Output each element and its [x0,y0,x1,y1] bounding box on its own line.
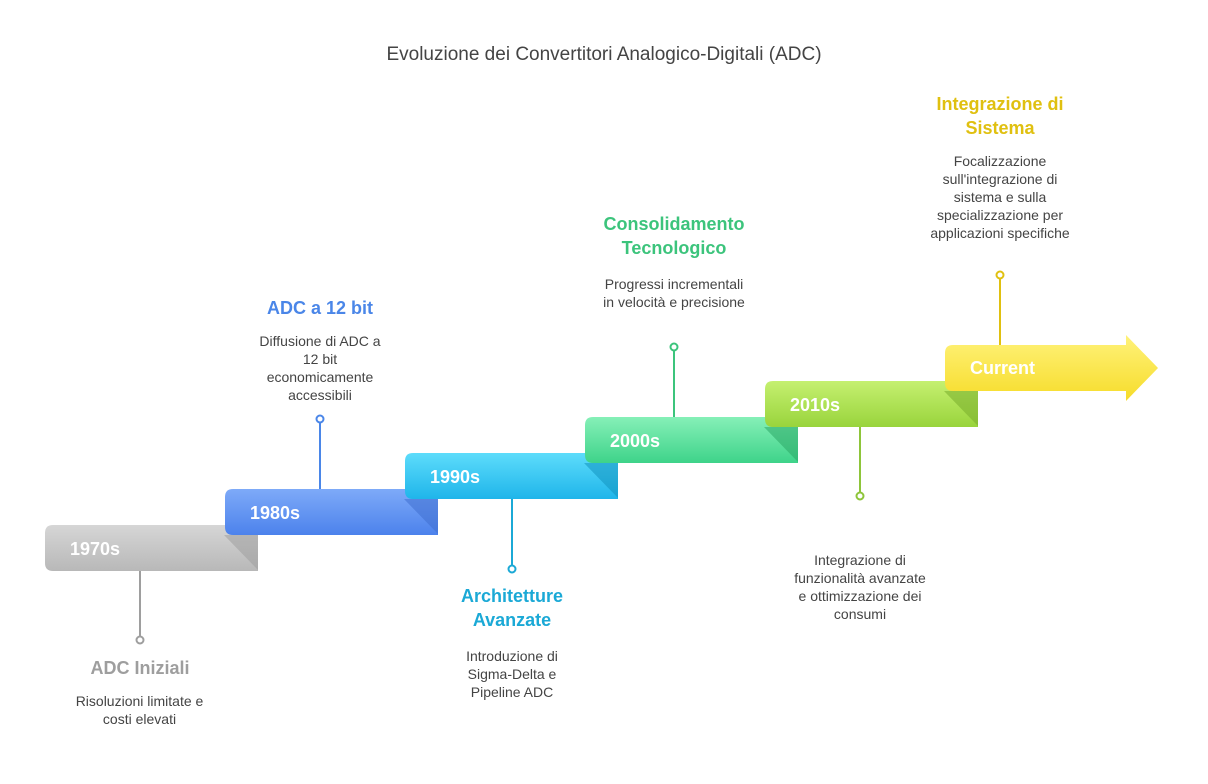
event-description-1980s: Diffusione di ADC a 12 bit economicament… [259,333,381,403]
event-description-current: Focalizzazione sull'integrazione di sist… [930,153,1070,241]
event-title-1970s: ADC Iniziali [90,658,190,678]
event-description-2000s: Progressi incrementali in velocità e pre… [603,276,745,310]
diagram-title: Evoluzione dei Convertitori Analogico-Di… [386,44,822,65]
event-description-1990s: Introduzione di Sigma-Delta e Pipeline A… [466,648,558,700]
connector-dot-current [995,270,1005,280]
connector-dot-1990s [507,564,517,574]
step-2010s: 2010s [765,381,978,427]
event-description-2010s: Integrazione di funzionalità avanzate e … [794,552,926,622]
era-label-1980s: 1980s [250,503,300,523]
event-title-1990s: Architetture Avanzate [460,586,563,630]
era-label-current: Current [970,358,1035,378]
era-label-2010s: 2010s [790,395,840,415]
step-1980s: 1980s [225,489,438,535]
event-description-1970s: Risoluzioni limitate e costi elevati [75,693,204,727]
era-label-1970s: 1970s [70,539,120,559]
connector-dot-2010s [855,491,865,501]
event-title-2000s: Consolidamento Tecnologico [603,214,745,258]
era-label-2000s: 2000s [610,431,660,451]
step-1970s: 1970s [45,525,258,571]
connector-dot-1970s [135,635,145,645]
step-2000s: 2000s [585,417,798,463]
era-label-1990s: 1990s [430,467,480,487]
step-current: Current [945,335,1158,401]
connector-dot-2000s [669,342,679,352]
connector-dot-1980s [315,414,325,424]
event-title-current: Integrazione di Sistema [936,94,1064,138]
step-1990s: 1990s [405,453,618,499]
event-title-1980s: ADC a 12 bit [266,298,374,318]
